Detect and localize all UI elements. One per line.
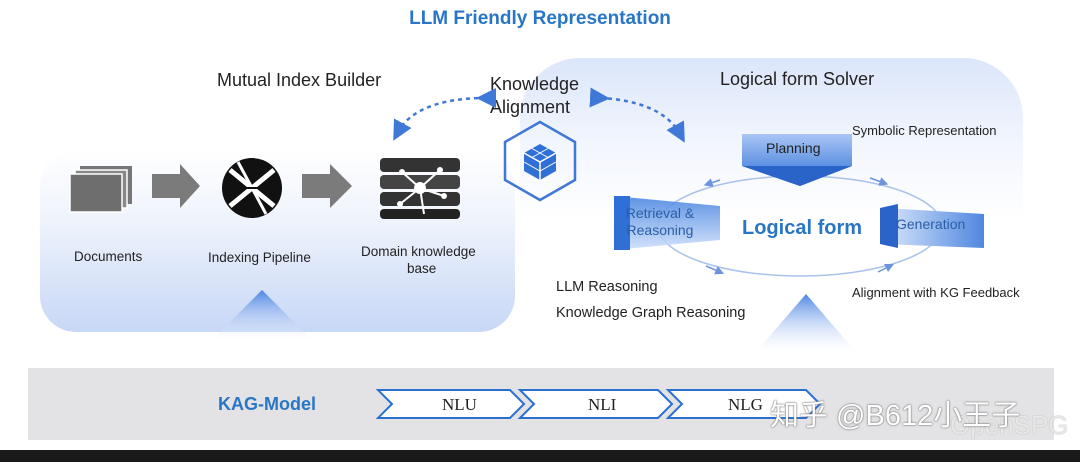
symbolic-representation-label: Symbolic Representation xyxy=(852,123,997,138)
planning-block xyxy=(742,134,852,186)
arrow-right-icon xyxy=(302,164,352,208)
arrow-right-icon xyxy=(152,164,200,208)
logical-form-label: Logical form xyxy=(742,217,863,239)
cube-icon xyxy=(503,120,577,202)
alignment-label-line1: Knowledge xyxy=(490,74,580,94)
openspg-watermark: OpenSPG xyxy=(950,410,1069,440)
retrieval-label-line2: Reasoning xyxy=(626,222,694,238)
generation-block xyxy=(880,204,984,248)
index-builder-title: Mutual Index Builder xyxy=(217,70,382,90)
kag-stage-nlu-label: NLU xyxy=(442,395,477,414)
retrieval-label-line1: Retrieval & xyxy=(625,205,695,221)
llm-reasoning-label: LLM Reasoning xyxy=(556,279,658,295)
documents-label: Documents xyxy=(74,249,143,264)
solver-title: Logical form Solver xyxy=(720,69,875,89)
documents-icon xyxy=(69,166,132,213)
builder-spotlight xyxy=(212,290,312,340)
planning-label: Planning xyxy=(766,140,821,156)
retrieval-block xyxy=(614,196,720,250)
alignment-label-line2: Alignment xyxy=(490,97,571,117)
alignment-arrow-left xyxy=(393,87,497,141)
domain-kb-label-line2: base xyxy=(407,261,437,276)
diagram-title: LLM Friendly Representation xyxy=(409,8,671,29)
kg-reasoning-label: Knowledge Graph Reasoning xyxy=(556,305,746,321)
solver-spotlight xyxy=(756,294,856,352)
indexing-pipeline-label: Indexing Pipeline xyxy=(208,250,311,265)
kag-model-label: KAG-Model xyxy=(218,394,316,414)
database-icon xyxy=(380,158,460,219)
kag-stage-nli-label: NLI xyxy=(588,395,617,414)
zhihu-watermark: 知乎 @B612小王子 xyxy=(770,400,1021,432)
alignment-arrow-right xyxy=(589,87,685,143)
pipeline-icon xyxy=(222,158,282,218)
kag-chevron-nli xyxy=(517,389,674,419)
kg-feedback-label: Alignment with KG Feedback xyxy=(852,285,1020,300)
bottom-strip xyxy=(0,450,1080,462)
generation-label: Generation xyxy=(896,216,966,232)
kag-stage-nlg-label: NLG xyxy=(728,395,763,414)
kag-chevron-nlu xyxy=(375,389,526,419)
kag-chevron-nlg xyxy=(665,389,822,419)
domain-kb-label-line1: Domain knowledge xyxy=(361,244,476,259)
